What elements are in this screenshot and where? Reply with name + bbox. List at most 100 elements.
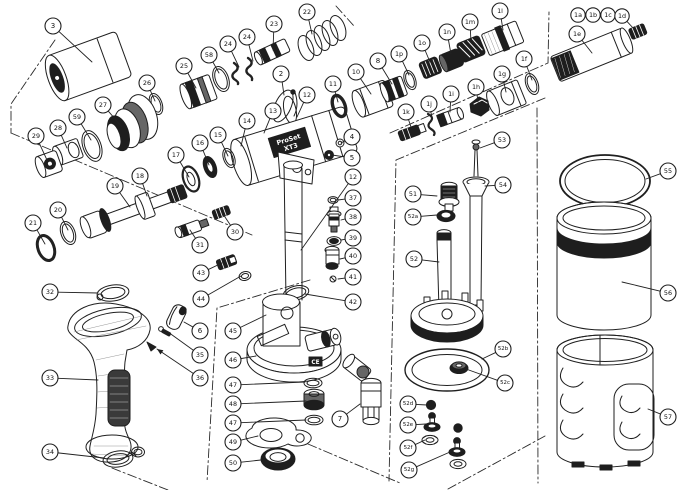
part-elbow-7 xyxy=(342,353,382,426)
callout-55: 55 xyxy=(645,162,677,180)
callout-balloon-38 xyxy=(344,208,362,226)
callout-balloon-52g xyxy=(400,461,418,479)
callout-balloon-24 xyxy=(238,28,256,46)
leader-line-27 xyxy=(107,110,123,128)
callout-number-12: 12 xyxy=(349,173,357,181)
callout-number-52b: 52b xyxy=(498,346,509,352)
callout-balloon-42 xyxy=(344,293,362,311)
callout-number-28: 28 xyxy=(54,124,62,132)
callout-47: 47 xyxy=(224,414,307,432)
callout-balloon-16 xyxy=(191,134,209,152)
callout-5: 5 xyxy=(331,149,361,167)
part-nut-52f xyxy=(421,434,439,446)
ce-mark-label: CE xyxy=(311,360,319,366)
leader-line-57 xyxy=(647,408,662,415)
leader-line-50 xyxy=(240,459,262,463)
callout-number-30: 30 xyxy=(231,228,239,236)
part-gasket-34 xyxy=(102,446,145,468)
callout-number-42: 42 xyxy=(349,298,357,306)
leader-line-45 xyxy=(239,314,267,328)
callout-balloon-1o xyxy=(413,34,431,52)
part-piston-25 xyxy=(179,74,218,110)
callout-59: 59 xyxy=(68,108,92,141)
leader-line-42 xyxy=(304,293,346,302)
callout-number-1k: 1k xyxy=(402,108,410,116)
leader-line-39 xyxy=(340,238,346,241)
callout-balloon-11 xyxy=(324,75,342,93)
leader-line-28 xyxy=(60,134,68,149)
part-tube-52 xyxy=(436,229,452,311)
callout-number-24: 24 xyxy=(243,33,251,41)
callout-45: 45 xyxy=(224,314,267,340)
callout-balloon-43 xyxy=(192,264,210,282)
callout-35: 35 xyxy=(167,331,209,364)
part-fitting-8 xyxy=(379,75,408,103)
part-main-body: ProSet XT3 xyxy=(230,106,358,186)
part-screw-41 xyxy=(329,275,337,283)
callout-number-36: 36 xyxy=(196,374,204,382)
callout-balloon-41 xyxy=(344,268,362,286)
callout-balloon-21 xyxy=(24,214,42,232)
callout-number-49: 49 xyxy=(229,438,237,446)
callout-number-33: 33 xyxy=(46,374,54,382)
callout-52b: 52b xyxy=(481,340,512,360)
callout-number-47: 47 xyxy=(229,419,237,427)
callout-number-2: 2 xyxy=(279,70,283,78)
callout-balloon-44 xyxy=(192,290,210,308)
callout-number-45: 45 xyxy=(229,327,237,335)
callout-balloon-1f xyxy=(515,50,533,68)
part-trigger-6 xyxy=(166,304,187,330)
callout-number-1n: 1n xyxy=(443,28,451,36)
part-cage-57 xyxy=(556,334,655,471)
callout-number-56: 56 xyxy=(664,289,672,297)
leader-line-1p xyxy=(401,60,410,76)
leader-line-52f xyxy=(414,439,426,446)
callout-25: 25 xyxy=(175,57,197,89)
leader-line-52 xyxy=(421,259,440,263)
callout-1p: 1p xyxy=(390,45,410,76)
part-rod-53 xyxy=(471,139,481,177)
callout-number-29: 29 xyxy=(32,132,40,140)
callout-24: 24 xyxy=(219,35,240,68)
leader-line-11 xyxy=(334,91,339,103)
callout-number-38: 38 xyxy=(349,213,357,221)
leader-line-24 xyxy=(248,44,254,62)
part-canister-56 xyxy=(556,201,652,331)
callout-17: 17 xyxy=(167,146,190,178)
callout-31: 31 xyxy=(189,229,209,254)
leader-line-29 xyxy=(38,142,48,161)
callout-number-4: 4 xyxy=(350,133,355,141)
callout-number-58: 58 xyxy=(205,51,213,59)
part-screw-35 xyxy=(158,326,172,337)
callout-balloon-48 xyxy=(224,395,242,413)
leader-line-52c xyxy=(465,368,498,381)
leader-line-4 xyxy=(340,140,346,144)
callout-balloon-7 xyxy=(331,410,349,428)
callout-balloon-24 xyxy=(219,35,237,53)
callout-1k: 1k xyxy=(397,103,415,128)
callout-balloon-1k xyxy=(397,103,415,121)
callout-balloon-52 xyxy=(405,250,423,268)
callout-52a: 52a xyxy=(404,208,438,226)
part-ring-39 xyxy=(326,236,342,246)
callout-balloon-52b xyxy=(494,340,512,358)
part-washer-16 xyxy=(202,155,218,179)
callout-balloon-35 xyxy=(191,346,209,364)
callout-1m: 1m xyxy=(461,13,479,44)
callout-balloon-55 xyxy=(659,162,677,180)
callout-1c: 1c xyxy=(600,7,616,23)
callout-number-59: 59 xyxy=(73,113,81,121)
callout-4: 4 xyxy=(340,128,361,146)
callout-balloon-46 xyxy=(224,351,242,369)
leader-line-2 xyxy=(281,81,285,96)
leader-line-54 xyxy=(484,184,496,187)
part-barrel-tube xyxy=(283,160,303,301)
callout-8: 8 xyxy=(369,52,393,85)
callout-balloon-52a xyxy=(404,208,422,226)
callout-56: 56 xyxy=(621,281,677,302)
callout-balloon-4 xyxy=(343,128,361,146)
callout-balloon-1m xyxy=(461,13,479,31)
callout-balloon-56 xyxy=(659,284,677,302)
callout-13: 13 xyxy=(263,102,282,134)
callout-number-57: 57 xyxy=(664,413,672,421)
